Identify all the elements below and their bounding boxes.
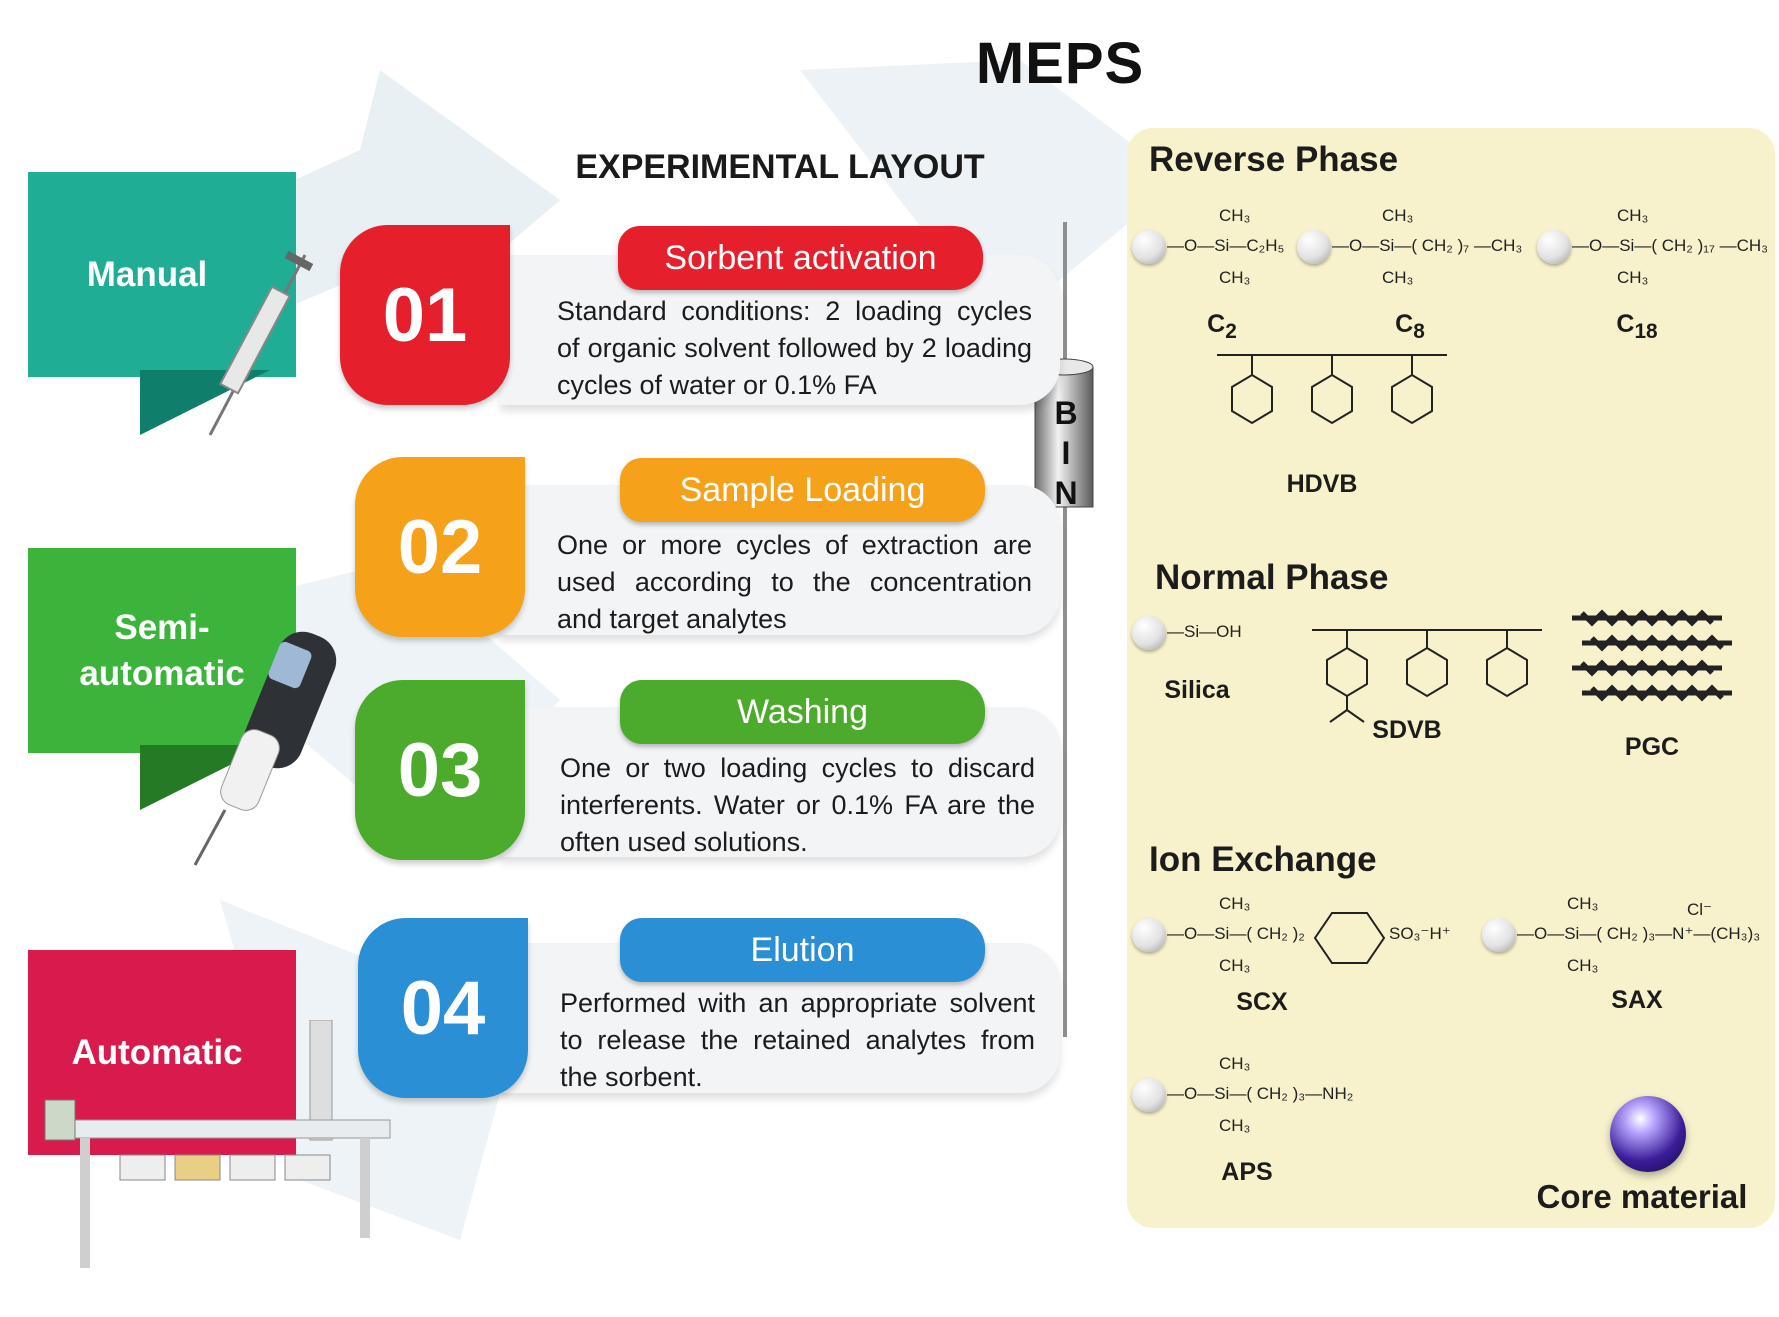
sax-ch3-top: CH₃ <box>1567 894 1599 913</box>
bin-letter: B <box>1054 395 1078 431</box>
c8-ch3-bottom: CH₃ <box>1382 268 1414 287</box>
reverse-phase-title: Reverse Phase <box>1149 140 1399 179</box>
label-main: C <box>1616 310 1635 338</box>
step-title-4: Elution <box>620 918 985 982</box>
step-title-1: Sorbent activation <box>618 226 983 290</box>
label-sub: 2 <box>1225 320 1237 343</box>
c8-formula: —O—Si—( CH₂ )₇ —CH₃ <box>1332 236 1523 255</box>
core-material-sphere-icon <box>1610 1096 1686 1172</box>
sax-ch3-bottom: CH₃ <box>1567 956 1599 975</box>
sorbent-particle-icon <box>1132 918 1166 952</box>
step-description-4: Performed with an appropriate solvent to… <box>560 988 1035 1092</box>
aps-label: APS <box>1221 1158 1273 1186</box>
mode-ribbon-semiautomatic: Semi- automatic <box>28 548 296 753</box>
pgc-label: PGC <box>1624 733 1680 761</box>
step-number-4: 04 <box>358 918 528 1098</box>
c2-formula: —O—Si—C₂H₅ <box>1167 236 1285 255</box>
electronic-pipette-icon <box>193 631 337 866</box>
hdvb-structure-icon <box>1217 354 1447 425</box>
core-material-label: Core material <box>1536 1178 1748 1215</box>
sorbent-particle-icon <box>1537 230 1571 264</box>
c2-ch3-top: CH₃ <box>1219 206 1251 225</box>
aps-ch3-bottom: CH₃ <box>1219 1116 1251 1135</box>
c8-ch3-top: CH₃ <box>1382 206 1414 225</box>
c18-formula: —O—Si—( CH₂ )₁₇ —CH₃ <box>1572 236 1769 255</box>
silica-formula: —Si—OH <box>1167 622 1242 641</box>
sorbent-particle-icon <box>1482 918 1516 952</box>
mode-label: Automatic <box>71 1032 243 1072</box>
aps-formula: —O—Si—( CH₂ )₃—NH₂ <box>1167 1084 1354 1103</box>
step-description-1: Standard conditions: 2 loading cycles of… <box>557 296 1032 400</box>
hdvb-label: HDVB <box>1286 470 1358 498</box>
normal-phase-title: Normal Phase <box>1155 558 1389 597</box>
sorbent-panel: Reverse Phase —O—Si—C₂H₅ CH₃ CH₃ C2 —O—S… <box>1127 128 1775 1228</box>
step-number-3: 03 <box>355 680 525 860</box>
syringe-icon <box>208 250 314 436</box>
label-sub: 8 <box>1413 320 1425 343</box>
sax-formula: —O—Si—( CH₂ )₃—N⁺—(CH₃)₃ <box>1517 924 1761 943</box>
ion-exchange-title: Ion Exchange <box>1149 840 1377 879</box>
c18-ch3-top: CH₃ <box>1617 206 1649 225</box>
silica-label: Silica <box>1164 676 1230 704</box>
c2-ch3-bottom: CH₃ <box>1219 268 1251 287</box>
mode-label: Semi- automatic <box>79 608 245 693</box>
c18-ch3-bottom: CH₃ <box>1617 268 1649 287</box>
sdvb-structure-icon <box>1312 629 1542 723</box>
sorbent-particle-icon <box>1132 616 1166 650</box>
label-main: C <box>1207 310 1226 338</box>
vertical-divider <box>1063 222 1067 1037</box>
c8-label: C8 <box>1385 310 1435 344</box>
label-sub: 18 <box>1634 320 1658 343</box>
step-description-2: One or more cycles of extraction are use… <box>557 530 1032 634</box>
step-title-2: Sample Loading <box>620 458 985 522</box>
sax-label: SAX <box>1611 986 1663 1014</box>
scx-label: SCX <box>1236 988 1288 1016</box>
c2-label: C2 <box>1197 310 1247 344</box>
sdvb-label: SDVB <box>1372 716 1442 744</box>
benzene-ring-icon <box>1313 912 1386 964</box>
scx-formula: —O—Si—( CH₂ )₂ <box>1167 924 1305 943</box>
page-title: MEPS <box>975 31 1145 96</box>
sorbent-particle-icon <box>1297 230 1331 264</box>
c18-label: C18 <box>1607 310 1667 344</box>
sorbent-particle-icon <box>1132 230 1166 264</box>
scx-ch3-top: CH₃ <box>1219 894 1251 913</box>
bin-letter: N <box>1054 475 1078 511</box>
scx-ch3-bottom: CH₃ <box>1219 956 1251 975</box>
scx-sulfonate: SO₃⁻H⁺ <box>1389 924 1451 943</box>
step-number-2: 02 <box>355 457 525 637</box>
aps-ch3-top: CH₃ <box>1219 1054 1251 1073</box>
label-main: C <box>1395 310 1414 338</box>
step-description-3: One or two loading cycles to discard int… <box>560 753 1035 857</box>
mode-label: Manual <box>86 254 208 294</box>
sax-chloride: Cl⁻ <box>1687 900 1713 919</box>
pgc-graphite-icon <box>1572 609 1732 702</box>
bin-label: B I N <box>1048 393 1084 513</box>
step-title-3: Washing <box>620 680 985 744</box>
step-number-1: 01 <box>340 225 510 405</box>
bin-letter: I <box>1061 435 1071 471</box>
sorbent-particle-icon <box>1132 1078 1166 1112</box>
layout-heading: EXPERIMENTAL LAYOUT <box>575 148 985 186</box>
autosampler-robot-icon <box>44 1020 391 1268</box>
